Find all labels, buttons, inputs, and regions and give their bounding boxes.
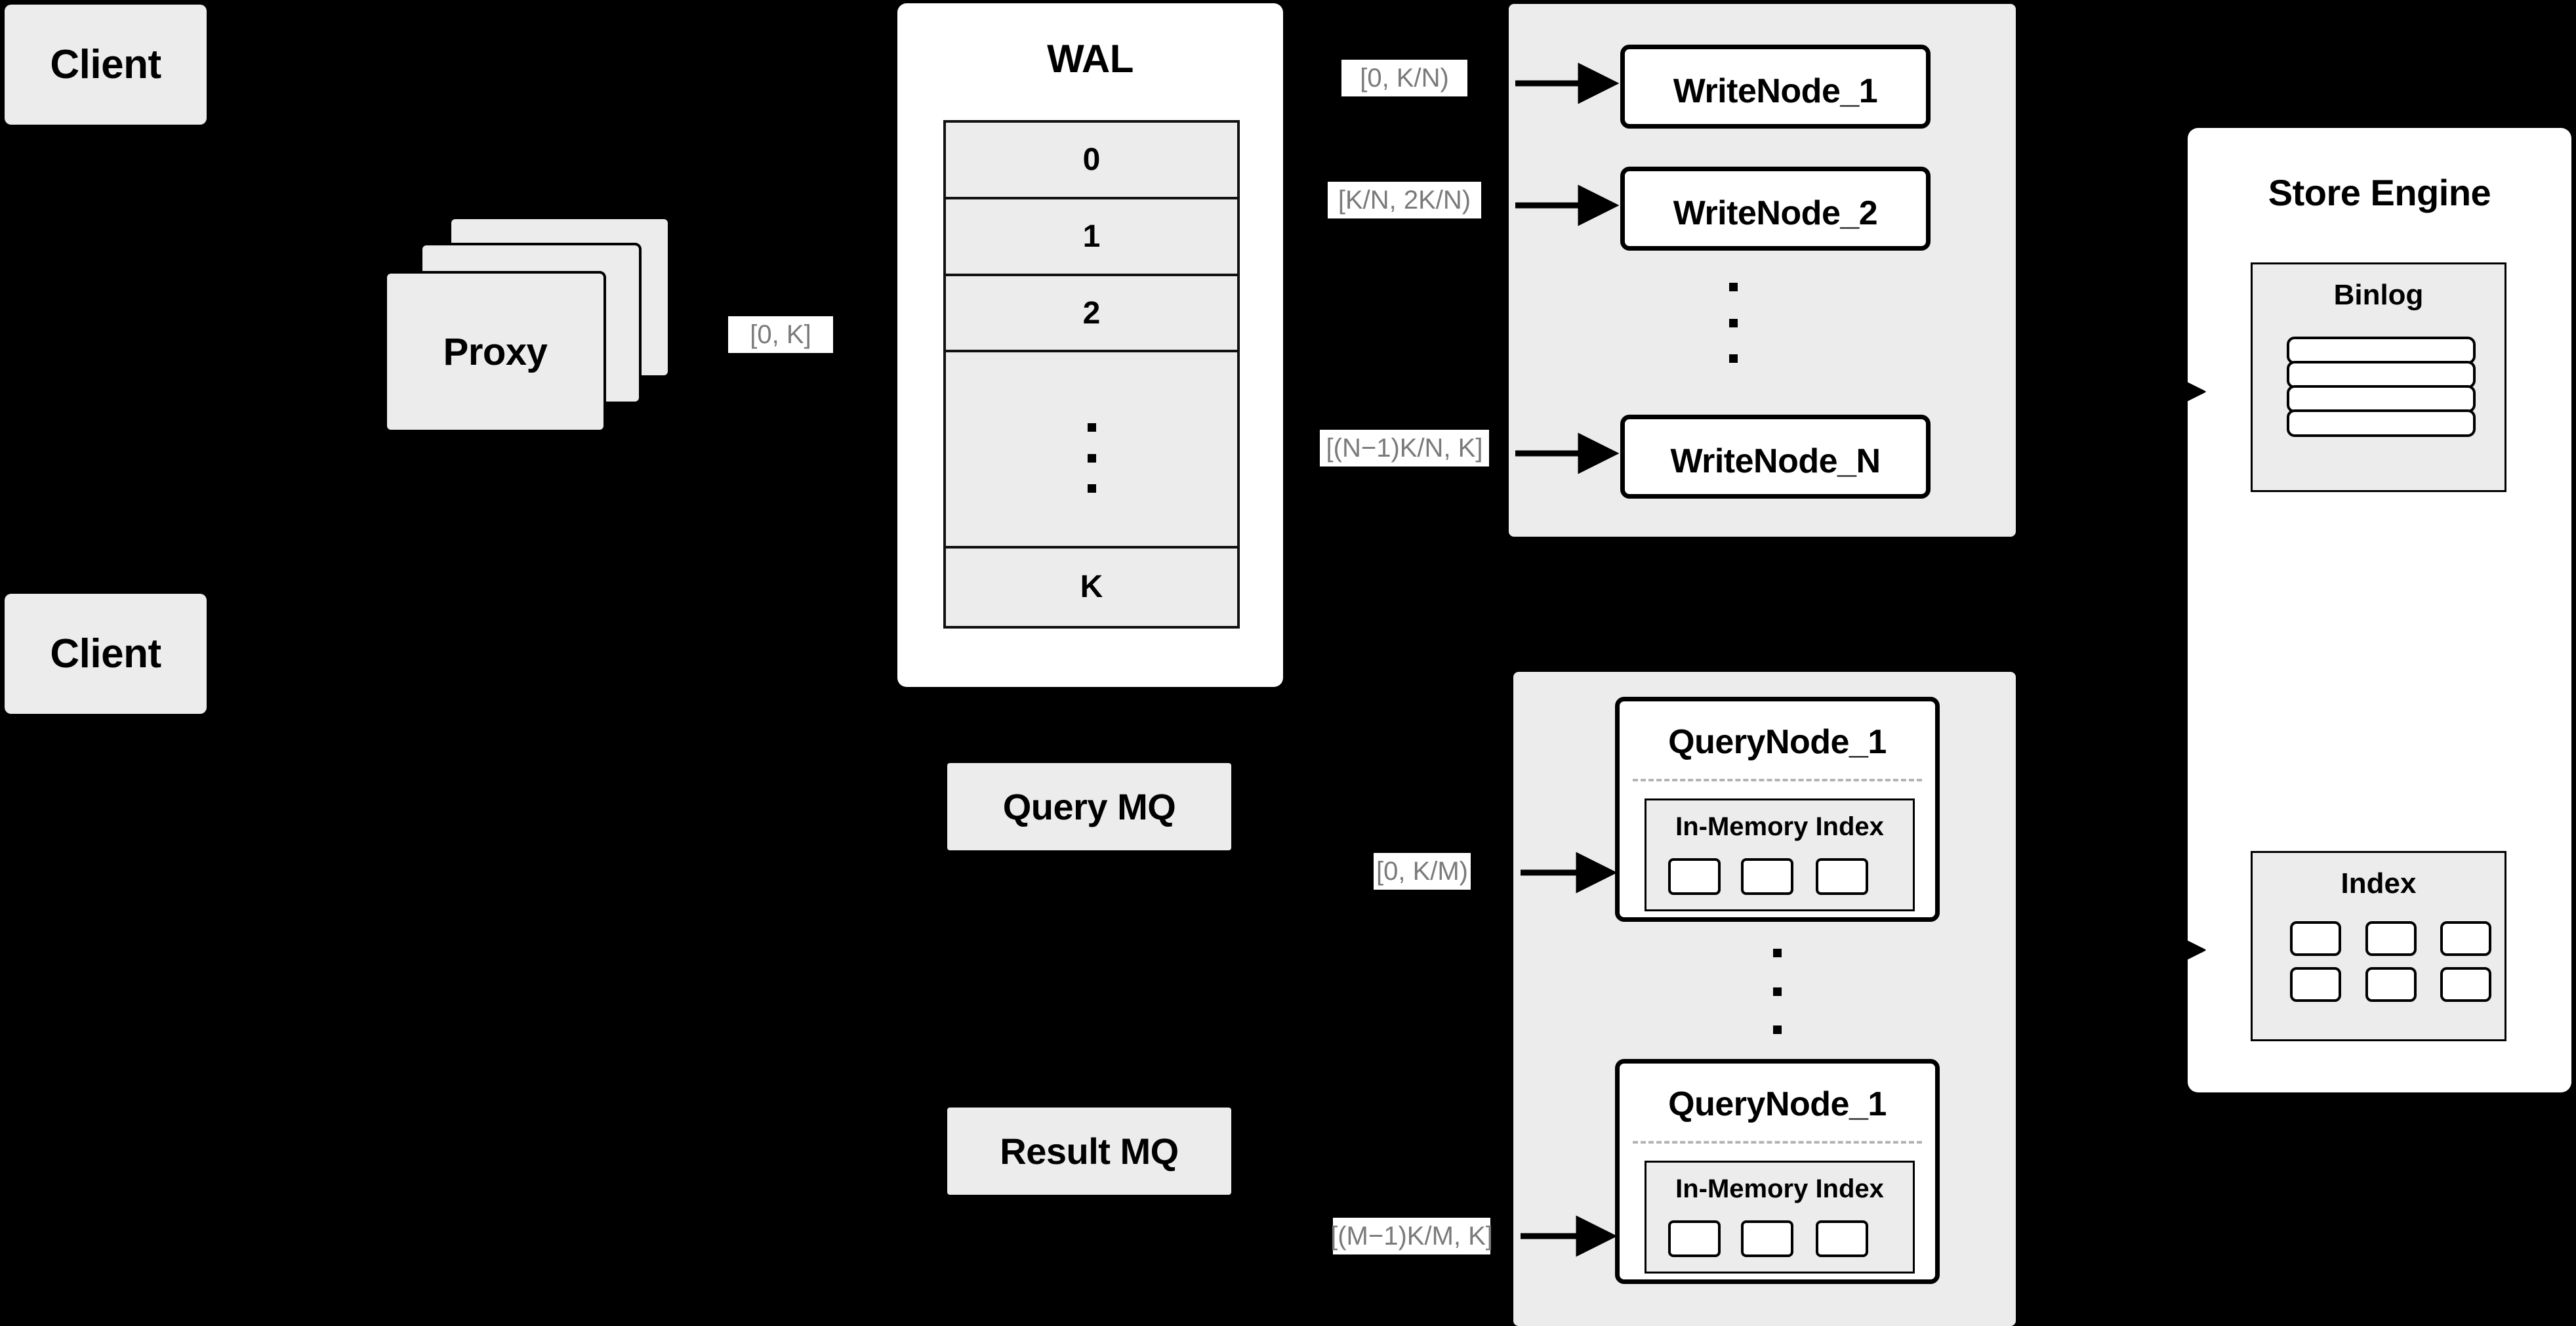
- index-chip: [2290, 921, 2341, 956]
- binlog-title: Binlog: [2333, 279, 2424, 311]
- query-node-label: QueryNode_1: [1668, 1085, 1887, 1123]
- vertical-ellipsis-icon: [1729, 283, 1738, 363]
- write-node-card-n[interactable]: WriteNode_N: [1620, 415, 1931, 499]
- write-node-label: WriteNode_2: [1673, 194, 1878, 232]
- index-chip: [2440, 921, 2491, 956]
- index-panel: Index: [2251, 851, 2506, 1041]
- store-engine-title: Store Engine: [2268, 172, 2491, 213]
- proxy-label: Proxy: [443, 330, 548, 373]
- index-chip: [1668, 858, 1721, 895]
- range-tag-write-node-2: [K/N, 2K/N): [1328, 182, 1481, 218]
- query-node-card-1[interactable]: QueryNode_1 In-Memory Index: [1615, 697, 1940, 922]
- index-chip: [1741, 1220, 1793, 1257]
- query-node-divider: [1633, 1141, 1922, 1144]
- range-tag-proxy-wal: [0, K]: [728, 316, 833, 353]
- vertical-ellipsis-icon: [1773, 949, 1782, 1034]
- store-engine-container: Store Engine Binlog Index: [2188, 128, 2571, 1092]
- index-chip: [2440, 967, 2491, 1002]
- range-tag-query-node-1: [0, K/M): [1374, 853, 1471, 890]
- binlog-row: [2287, 337, 2476, 364]
- range-tag-write-node-n: [(N−1)K/N, K]: [1320, 430, 1489, 466]
- query-mq-box[interactable]: Query MQ: [947, 763, 1231, 850]
- query-node-card-m[interactable]: QueryNode_1 In-Memory Index: [1615, 1059, 1940, 1284]
- vertical-ellipsis-icon: [1088, 423, 1096, 493]
- index-chip: [2290, 967, 2341, 1002]
- wal-title: WAL: [1047, 37, 1134, 81]
- in-memory-index-panel-1: In-Memory Index: [1645, 798, 1915, 911]
- in-memory-index-title: In-Memory Index: [1675, 1174, 1884, 1203]
- binlog-row: [2287, 361, 2476, 388]
- client-box-1[interactable]: Client: [5, 5, 207, 125]
- wal-cell: 1: [946, 199, 1237, 276]
- query-node-divider: [1633, 779, 1922, 781]
- index-chip: [1668, 1220, 1721, 1257]
- index-chip: [2365, 967, 2417, 1002]
- binlog-panel: Binlog: [2251, 262, 2506, 492]
- write-node-card-2[interactable]: WriteNode_2: [1620, 167, 1931, 251]
- query-node-group: QueryNode_1 In-Memory Index QueryNode_1 …: [1513, 672, 2016, 1326]
- wal-cell: K: [946, 548, 1237, 627]
- in-memory-index-panel-2: In-Memory Index: [1645, 1161, 1915, 1274]
- result-mq-label: Result MQ: [1000, 1130, 1179, 1172]
- query-mq-label: Query MQ: [1002, 786, 1176, 827]
- client-box-2[interactable]: Client: [5, 594, 207, 714]
- result-mq-box[interactable]: Result MQ: [947, 1108, 1231, 1195]
- write-node-group: WriteNode_1 WriteNode_2 WriteNode_N: [1509, 4, 2016, 537]
- index-chip: [2365, 921, 2417, 956]
- binlog-row: [2287, 385, 2476, 413]
- wal-cell-ellipsis: [946, 352, 1237, 549]
- write-node-label: WriteNode_1: [1673, 72, 1878, 110]
- client-label: Client: [50, 42, 161, 87]
- binlog-row: [2287, 409, 2476, 437]
- query-node-label: QueryNode_1: [1668, 723, 1887, 761]
- client-label: Client: [50, 631, 161, 676]
- index-chip: [1816, 1220, 1868, 1257]
- range-tag-query-node-m: [(M−1)K/M, K]: [1330, 1218, 1493, 1254]
- write-node-label: WriteNode_N: [1670, 442, 1881, 480]
- index-title: Index: [2341, 867, 2417, 900]
- wal-cell: 0: [946, 123, 1237, 200]
- range-tag-write-node-1: [0, K/N): [1341, 60, 1467, 96]
- in-memory-index-title: In-Memory Index: [1675, 812, 1884, 841]
- write-node-card-1[interactable]: WriteNode_1: [1620, 45, 1931, 129]
- proxy-stack-layer-front[interactable]: Proxy: [384, 271, 606, 432]
- index-chip: [1816, 858, 1868, 895]
- wal-container: WAL 0 1 2 K: [897, 3, 1283, 687]
- wal-cell-list: 0 1 2 K: [943, 120, 1240, 629]
- wal-cell: 2: [946, 276, 1237, 353]
- index-chip: [1741, 858, 1793, 895]
